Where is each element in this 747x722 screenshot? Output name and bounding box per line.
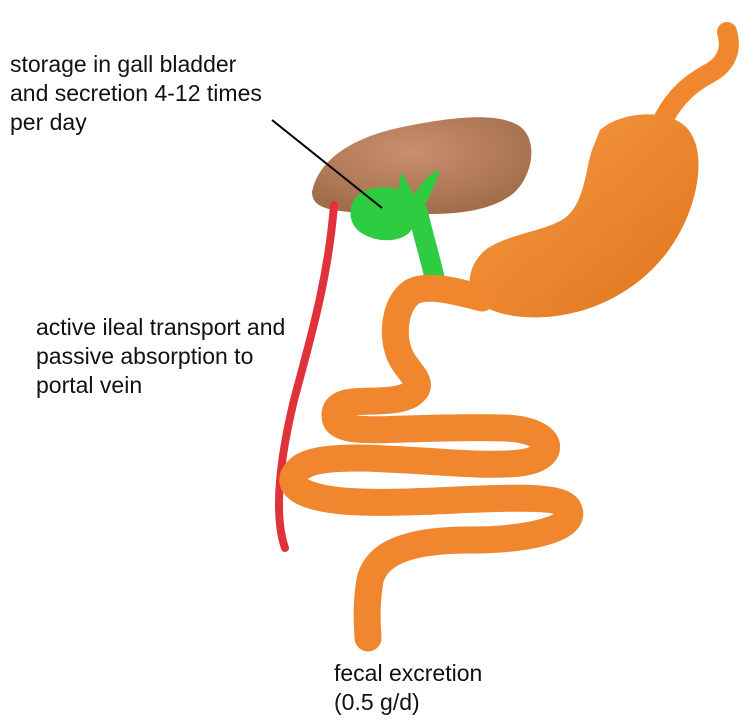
transport-label-line2: passive absorption to bbox=[36, 342, 285, 371]
storage-label: storage in gall bladder and secretion 4-… bbox=[10, 50, 262, 137]
fecal-label: fecal excretion (0.5 g/d) bbox=[334, 659, 482, 717]
esophagus-shape bbox=[664, 32, 729, 118]
storage-label-line1: storage in gall bladder bbox=[10, 50, 262, 79]
fecal-label-line1: fecal excretion bbox=[334, 659, 482, 688]
storage-label-line3: per day bbox=[10, 108, 262, 137]
transport-label: active ileal transport and passive absor… bbox=[36, 313, 285, 400]
fecal-label-line2: (0.5 g/d) bbox=[334, 688, 482, 717]
transport-label-line1: active ileal transport and bbox=[36, 313, 285, 342]
transport-label-line3: portal vein bbox=[36, 371, 285, 400]
small-intestine-shape bbox=[293, 288, 570, 638]
storage-label-line2: and secretion 4-12 times bbox=[10, 79, 262, 108]
